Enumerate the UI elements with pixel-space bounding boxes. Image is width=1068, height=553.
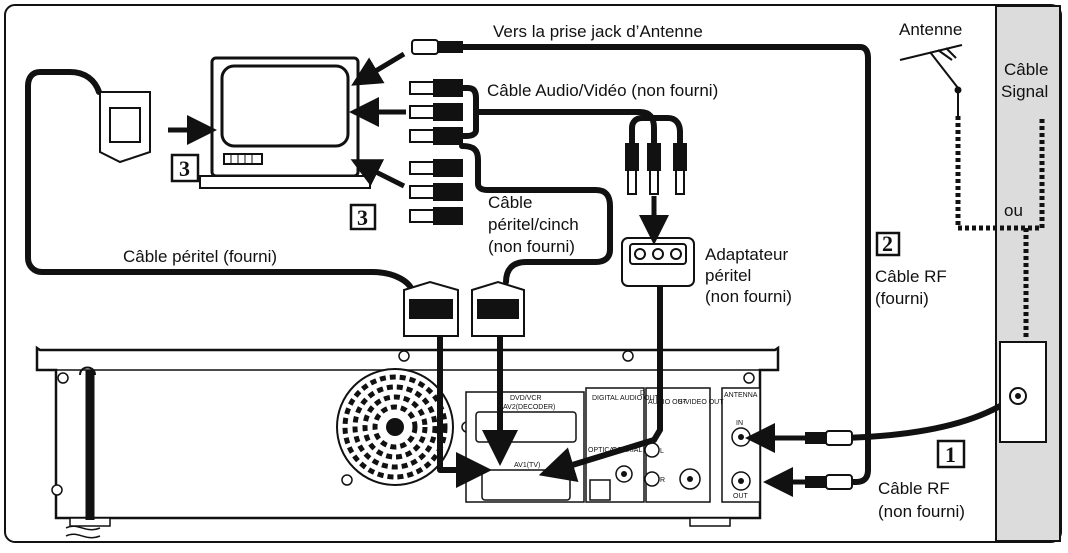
wall-socket: [999, 341, 1047, 443]
label-scart-cable: Câble péritel (fourni): [123, 247, 277, 266]
svg-text:2: 2: [882, 231, 893, 256]
svg-text:1: 1: [945, 442, 956, 467]
step-badge-2: 2: [875, 231, 901, 257]
step-badge-1: 1: [936, 439, 966, 469]
connectors: [99, 39, 853, 490]
svg-text:3: 3: [179, 156, 190, 181]
tv-icon: [199, 56, 371, 189]
label-cable-signal-2: Signal: [1001, 82, 1048, 101]
label-rf-supplied-2: (fourni): [875, 289, 929, 308]
signal-lines: [955, 116, 1045, 340]
step-badge-3b: 3: [349, 203, 377, 231]
panel-label-antenna: ANTENNA: [724, 392, 758, 399]
label-scart-cinch-2: péritel/cinch: [488, 215, 579, 234]
panel-label-dvd-vcr: DVD/VCR: [510, 395, 542, 402]
label-scart-adapter-3: (non fourni): [705, 287, 792, 306]
label-antenna-jack: Vers la prise jack d’Antenne: [493, 22, 703, 41]
label-scart-adapter-2: péritel: [705, 266, 751, 285]
rf-cable-not-supplied: [823, 397, 1013, 441]
label-cable-signal-1: Câble: [1004, 60, 1048, 79]
label-rf-supplied-1: Câble RF: [875, 267, 947, 286]
panel-labels: DVD/VCR AV2(DECODER) AV1(TV) DIGITAL AUD…: [503, 390, 758, 500]
arrows: [168, 51, 669, 245]
label-scart-cinch-1: Câble: [488, 193, 532, 212]
panel-label-av2: AV2(DECODER): [503, 404, 555, 411]
panel-label-l: L: [660, 448, 664, 455]
scart-cable: [25, 69, 415, 293]
svg-text:3: 3: [357, 205, 368, 230]
av-cable: [459, 85, 683, 147]
step-badge-3a: 3: [170, 153, 200, 183]
panel-label-av1: AV1(TV): [514, 462, 540, 469]
dvd-vcr-unit: [35, 345, 780, 539]
label-rf-not-supplied-2: (non fourni): [878, 502, 965, 521]
panel-label-d: D: [640, 390, 645, 397]
panel-label-in: IN: [736, 420, 743, 427]
cables: [25, 44, 1013, 497]
label-scart-adapter-1: Adaptateur: [705, 245, 789, 264]
panel-label-r: R: [660, 477, 665, 484]
panel-label-s-video-out: S-VIDEO OUT: [678, 399, 724, 406]
panel-label-audio-out: AUDIO OUT: [648, 399, 688, 406]
scart-cinch-cable: [459, 143, 613, 285]
label-av-cable: Câble Audio/Vidéo (non fourni): [487, 81, 718, 100]
antenna-icon: [899, 44, 963, 116]
label-ou: ou: [1004, 201, 1023, 220]
label-antenna: Antenne: [899, 20, 962, 39]
rf-cable-supplied: [459, 44, 871, 485]
panel-label-optical: OPTICAL: [588, 447, 618, 454]
label-scart-cinch-3: (non fourni): [488, 237, 575, 256]
label-rf-not-supplied-1: Câble RF: [878, 479, 950, 498]
panel-label-out: OUT: [733, 493, 749, 500]
panel-label-digital-audio-out: DIGITAL AUDIO OUT: [592, 395, 660, 402]
